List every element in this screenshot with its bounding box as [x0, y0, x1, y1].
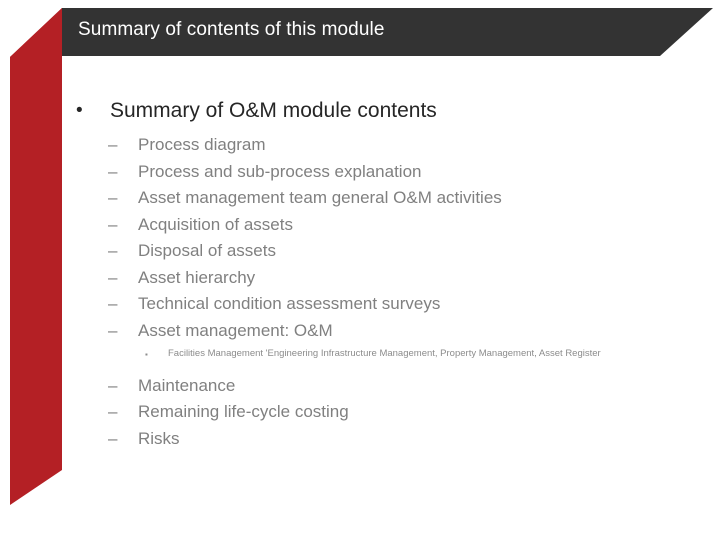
dash-marker-icon: –: [108, 188, 118, 207]
list-item-label: Asset hierarchy: [138, 267, 256, 287]
bullet-dot-icon: •: [76, 100, 83, 121]
level1-bullet-text: Summary of O&M module contents: [110, 99, 437, 122]
level1-bullet: • Summary of O&M module contents: [0, 96, 720, 126]
dash-marker-icon: –: [108, 241, 118, 260]
level2-list-upper: – Process diagram – Process and sub-proc…: [0, 132, 720, 344]
list-item-label: Asset management: O&M: [138, 320, 333, 340]
list-item: – Process and sub-process explanation: [0, 159, 720, 186]
list-item: – Remaining life-cycle costing: [0, 399, 720, 426]
red-accent-shape-body: [10, 8, 62, 505]
dash-marker-icon: –: [108, 294, 118, 313]
level2-list-lower: – Maintenance – Remaining life-cycle cos…: [0, 373, 720, 453]
list-item: – Asset hierarchy: [0, 265, 720, 292]
list-item-label: Remaining life-cycle costing: [138, 402, 349, 421]
left-accent-bar: [10, 8, 62, 505]
level3-note-text: Facilities Management 'Engineering Infra…: [168, 348, 601, 359]
slide-body: • Summary of O&M module contents – Proce…: [0, 96, 720, 452]
dash-marker-icon: –: [108, 428, 118, 448]
page-title: Summary of contents of this module: [78, 19, 385, 40]
list-item: – Asset management: O&M: [0, 318, 720, 345]
list-item: – Disposal of assets: [0, 238, 720, 265]
list-item: – Acquisition of assets: [0, 212, 720, 239]
list-item: – Risks: [0, 426, 720, 453]
list-item: – Technical condition assessment surveys: [0, 291, 720, 318]
dash-marker-icon: –: [108, 161, 118, 181]
square-marker-icon: ▪: [145, 350, 148, 359]
list-item: – Maintenance: [0, 373, 720, 400]
list-item-label: Asset management team general O&M activi…: [138, 188, 502, 207]
dash-marker-icon: –: [108, 135, 118, 154]
list-item-label: Maintenance: [138, 375, 236, 395]
list-item-label: Disposal of assets: [138, 241, 276, 260]
list-item-label: Acquisition of assets: [138, 214, 293, 234]
dash-marker-icon: –: [108, 402, 118, 421]
list-item: – Process diagram: [0, 132, 720, 159]
dash-marker-icon: –: [108, 214, 118, 234]
list-item-label: Process and sub-process explanation: [138, 161, 422, 181]
list-item-label: Technical condition assessment surveys: [138, 294, 441, 313]
list-item-label: Risks: [138, 428, 180, 448]
dash-marker-icon: –: [108, 320, 118, 340]
level3-note: ▪ Facilities Management 'Engineering Inf…: [0, 348, 720, 361]
list-item: – Asset management team general O&M acti…: [0, 185, 720, 212]
list-item-label: Process diagram: [138, 135, 266, 154]
dash-marker-icon: –: [108, 375, 118, 395]
dash-marker-icon: –: [108, 267, 118, 287]
